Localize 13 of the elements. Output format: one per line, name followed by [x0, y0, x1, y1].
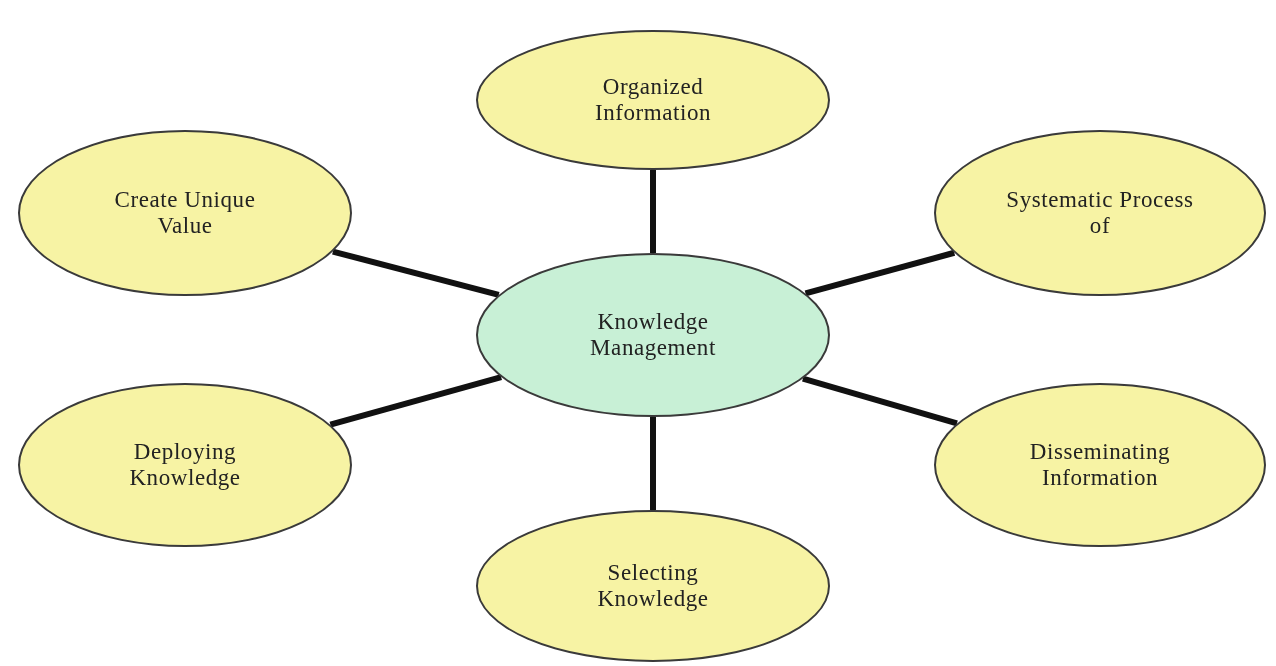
topic-label: Selecting Knowledge — [596, 560, 710, 612]
topic-label: Deploying Knowledge — [128, 439, 242, 491]
topic-label: Disseminating Information — [1028, 439, 1172, 491]
topic-label: Knowledge Management — [589, 309, 717, 361]
connector-line — [332, 248, 500, 298]
topic-label: Create Unique Value — [113, 187, 257, 239]
connector-line — [804, 249, 956, 297]
connector-line — [329, 374, 502, 428]
topic-label: Systematic Process of — [1005, 187, 1195, 239]
connector-line — [802, 375, 958, 427]
connector-line — [650, 170, 656, 253]
connector-line — [650, 417, 656, 510]
topic-label: Organized Information — [593, 74, 713, 126]
